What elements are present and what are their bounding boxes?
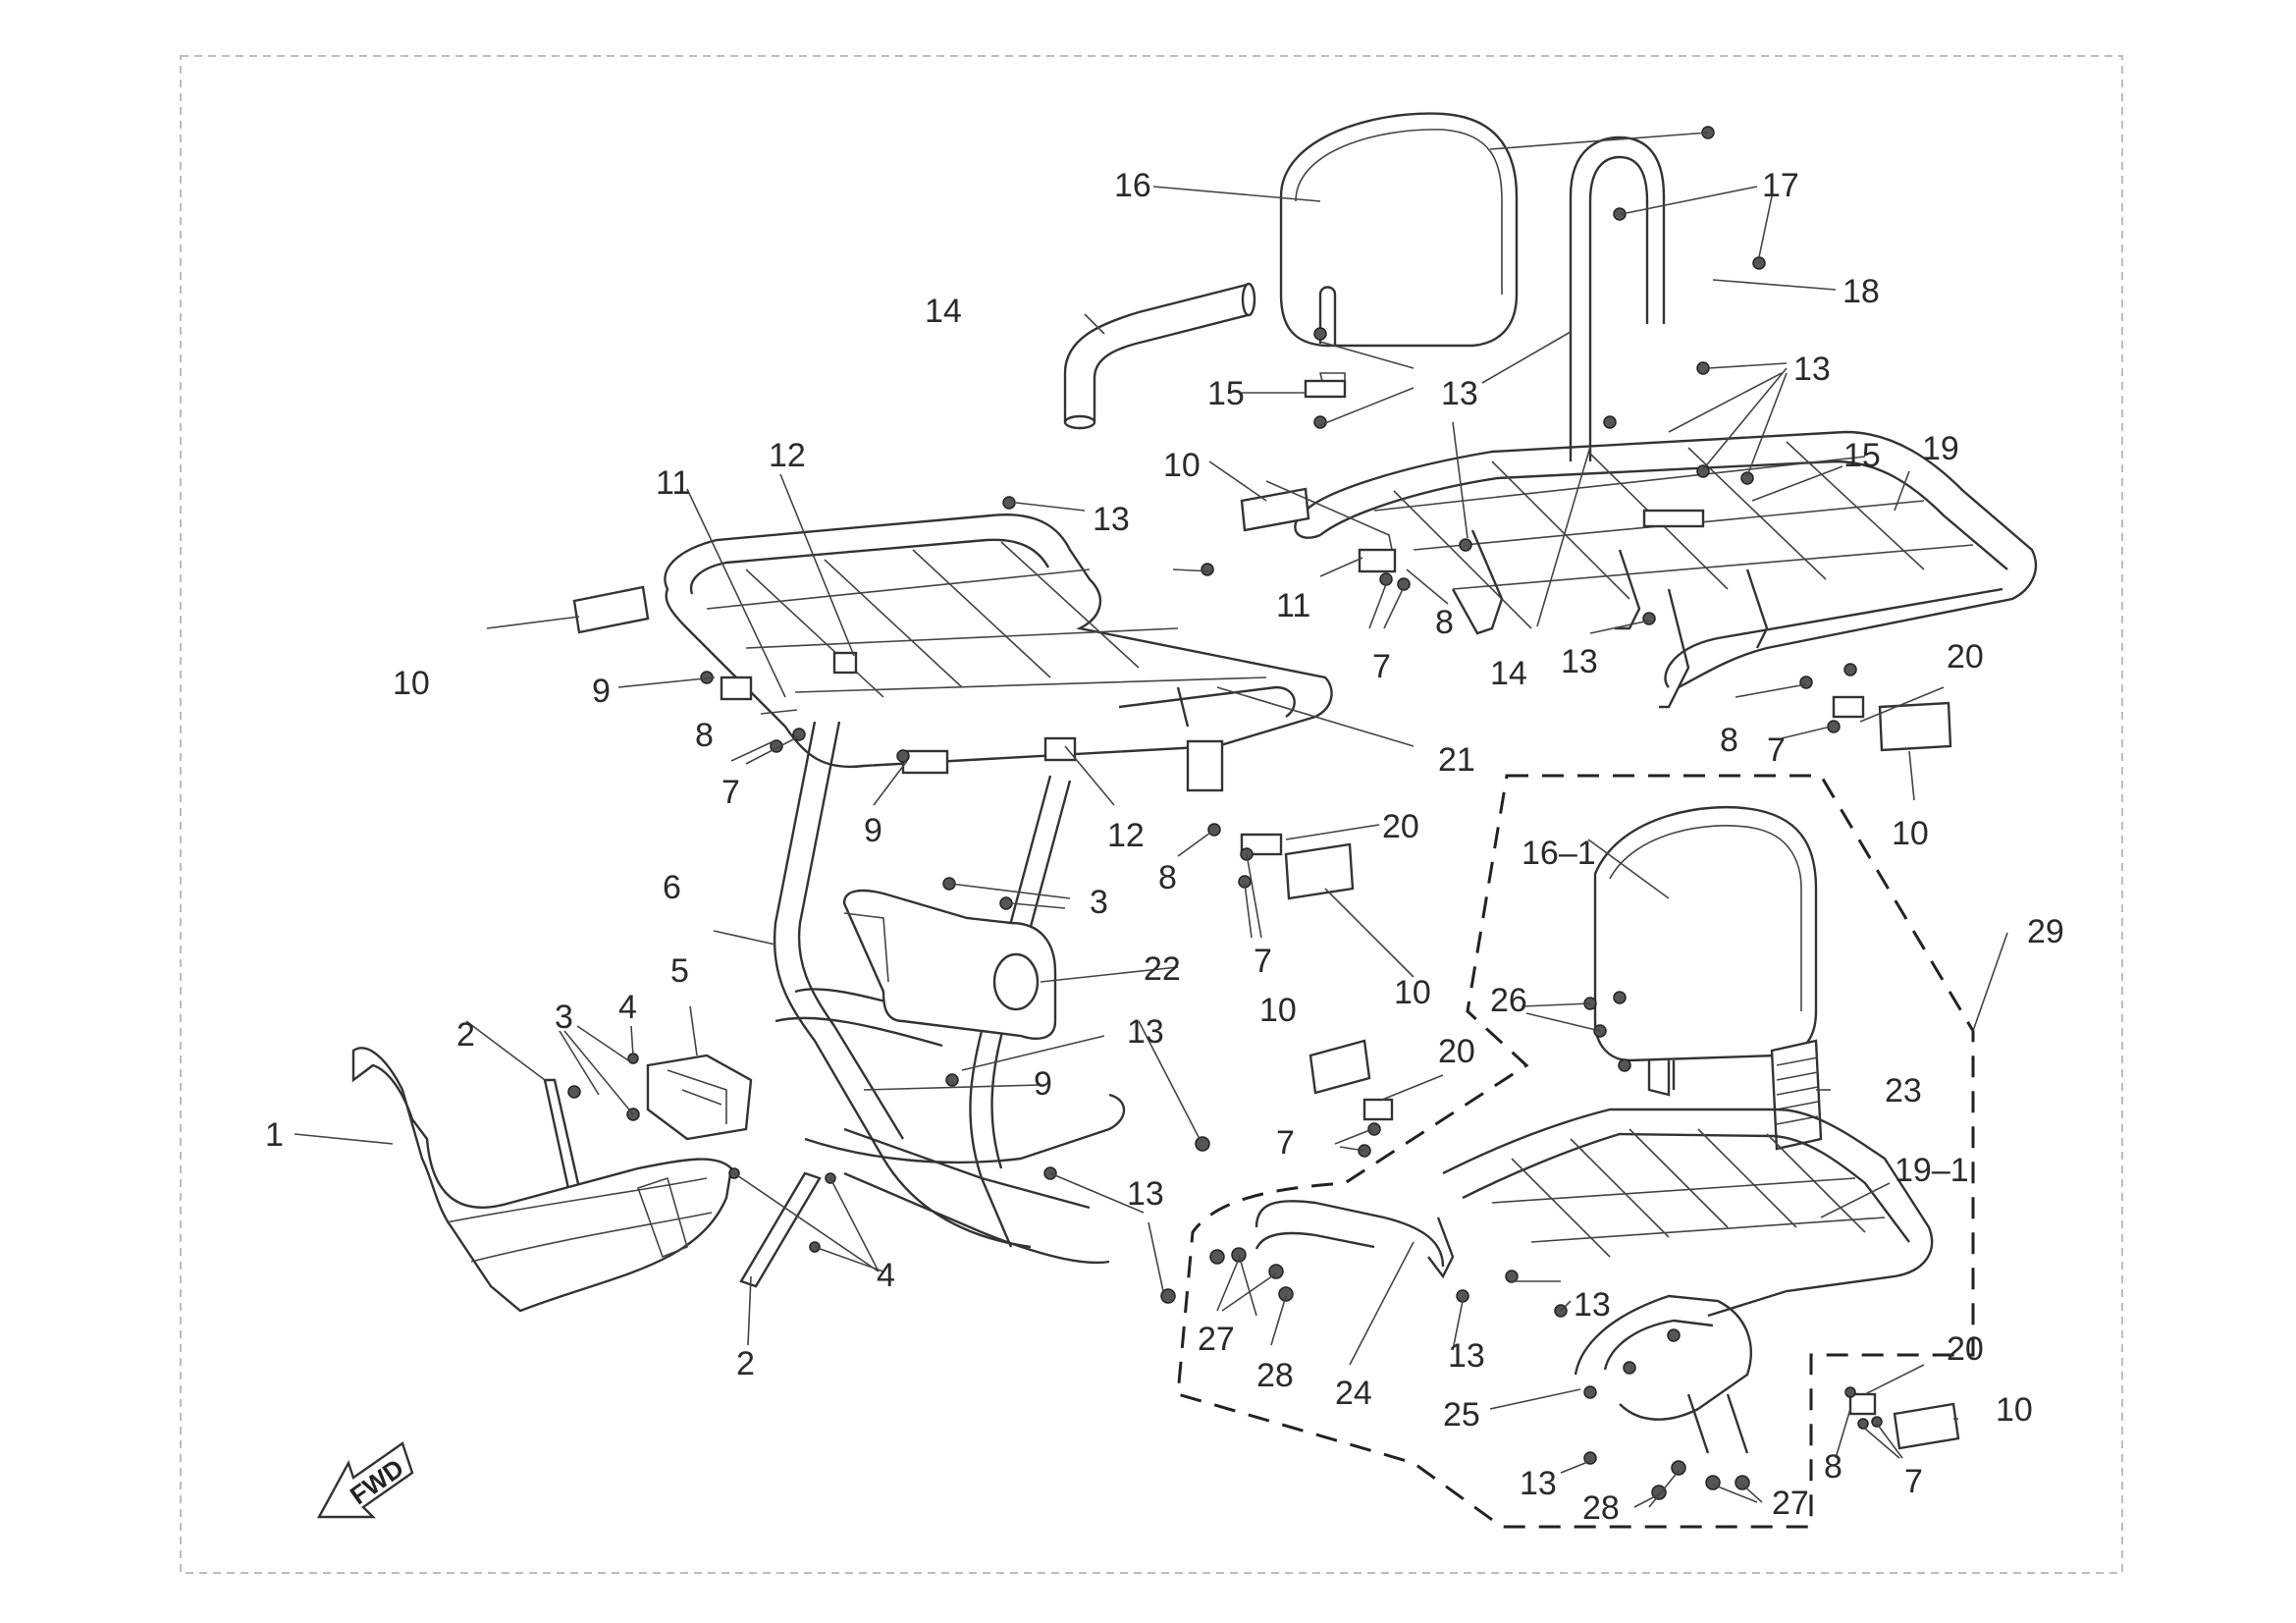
assembly-boundary xyxy=(1176,774,1975,1529)
part-number-label: 26 xyxy=(1490,982,1527,1019)
part-number-label: 1 xyxy=(265,1116,284,1154)
part-number-label: 9 xyxy=(1034,1065,1052,1103)
part-number-label: 27 xyxy=(1772,1485,1809,1522)
part-number-label: 20 xyxy=(1947,1330,1984,1368)
skid-plate xyxy=(351,1047,733,1313)
part-number-label: 11 xyxy=(656,464,690,502)
part-number-label: 5 xyxy=(670,952,689,990)
rear-rack-frame xyxy=(1442,1108,1934,1318)
grab-handle-tube xyxy=(1063,283,1248,422)
part-number-label: 8 xyxy=(1824,1448,1842,1486)
part-number-label: 13 xyxy=(1093,501,1130,538)
part-number-label: 3 xyxy=(555,999,573,1036)
part-number-label: 9 xyxy=(592,673,611,710)
part-number-label: 2 xyxy=(736,1345,755,1382)
part-number-label: 13 xyxy=(1520,1465,1557,1502)
part-number-label: 10 xyxy=(393,665,430,702)
part-number-label: 27 xyxy=(1198,1321,1235,1358)
part-number-label: 10 xyxy=(1996,1391,2033,1429)
part-number-label: 13 xyxy=(1127,1013,1164,1051)
part-number-label: 7 xyxy=(1372,648,1391,685)
rear-bumper-tube xyxy=(1574,1294,1752,1421)
mounting-bracket xyxy=(646,1054,753,1141)
part-number-label: 12 xyxy=(1107,817,1145,854)
part-number-label: 13 xyxy=(1574,1286,1611,1324)
part-number-label: 13 xyxy=(1561,643,1598,680)
part-number-label: 24 xyxy=(1335,1375,1372,1412)
leader-lines xyxy=(294,132,2008,1508)
part-number-label: 7 xyxy=(1904,1463,1923,1500)
front-bumper-upright xyxy=(773,721,1032,1249)
backrest-frame-tube xyxy=(1569,135,1666,461)
part-number-label: 4 xyxy=(618,989,637,1026)
part-number-label: 8 xyxy=(1435,604,1454,641)
part-number-label: 10 xyxy=(1394,974,1431,1011)
part-number-label: 11 xyxy=(1276,587,1310,624)
part-number-label: 22 xyxy=(1144,950,1181,988)
part-labels: 1 2 2 3 3 4 4 5 6 7 7 7 7 7 7 8 8 8 8 8 … xyxy=(265,167,2064,1527)
part-number-label: 20 xyxy=(1438,1033,1475,1070)
part-number-label: 7 xyxy=(1276,1124,1295,1162)
front-rack-frame xyxy=(664,514,1333,769)
part-number-label: 14 xyxy=(1490,655,1527,692)
reflector xyxy=(1240,487,1310,532)
part-number-label: 8 xyxy=(1158,859,1177,896)
part-number-label: 3 xyxy=(1090,884,1108,921)
part-number-label: 28 xyxy=(1256,1357,1294,1394)
part-number-label: 10 xyxy=(1163,447,1201,484)
part-number-label: 29 xyxy=(2027,913,2064,950)
rear-rack-assembly xyxy=(1063,112,2038,752)
backrest-pad xyxy=(1593,805,1818,1062)
part-number-label: 14 xyxy=(925,293,962,330)
reflector xyxy=(572,585,650,634)
part-number-label: 13 xyxy=(1441,375,1478,412)
part-number-label: 23 xyxy=(1885,1072,1922,1109)
reflector xyxy=(1893,1402,1960,1450)
part-number-label: 4 xyxy=(877,1257,895,1294)
part-number-label: 13 xyxy=(1127,1175,1164,1213)
part-number-label: 15 xyxy=(1843,437,1881,474)
part-number-label: 19 xyxy=(1922,430,1959,467)
part-number-label: 7 xyxy=(1254,943,1272,980)
forward-direction-arrow: FWD xyxy=(316,1441,414,1519)
part-number-label: 20 xyxy=(1947,638,1984,676)
part-number-label: 28 xyxy=(1582,1489,1620,1527)
sheet-frame xyxy=(180,55,2123,1574)
part-number-label: 13 xyxy=(1448,1337,1485,1375)
reflector xyxy=(1878,701,1952,752)
reflector xyxy=(1284,842,1355,900)
footrest-pad xyxy=(1770,1039,1823,1151)
part-number-label: 7 xyxy=(1767,731,1786,769)
part-number-label: 7 xyxy=(721,774,740,811)
part-number-label: 19–1 xyxy=(1895,1152,1969,1189)
part-number-label: 10 xyxy=(1259,992,1297,1029)
part-number-label: 8 xyxy=(695,717,714,754)
part-number-label: 17 xyxy=(1762,167,1799,204)
part-number-label: 21 xyxy=(1438,741,1475,779)
front-bumper-tube xyxy=(1255,1200,1445,1268)
reflector xyxy=(1308,1039,1371,1095)
rear-rack-frame xyxy=(1305,430,2038,689)
front-rack-assembly xyxy=(351,496,1355,1313)
backrest-support-bar xyxy=(1318,286,1337,346)
part-number-label: 20 xyxy=(1382,808,1419,845)
part-number-label: 10 xyxy=(1892,815,1929,852)
part-number-label: 2 xyxy=(456,1016,475,1054)
part-number-label: 12 xyxy=(769,437,806,474)
part-number-label: 25 xyxy=(1443,1396,1480,1434)
part-number-label: 16–1 xyxy=(1522,835,1596,872)
part-number-label: 9 xyxy=(864,812,882,849)
dashed-assembly-group xyxy=(1176,774,1975,1529)
part-number-label: 13 xyxy=(1793,351,1831,388)
part-number-label: 6 xyxy=(663,869,681,906)
part-number-label: 15 xyxy=(1207,375,1245,412)
part-number-label: 8 xyxy=(1720,722,1738,759)
part-number-label: 16 xyxy=(1114,167,1151,204)
part-number-label: 18 xyxy=(1842,273,1880,310)
backrest-pad xyxy=(1279,112,1519,348)
